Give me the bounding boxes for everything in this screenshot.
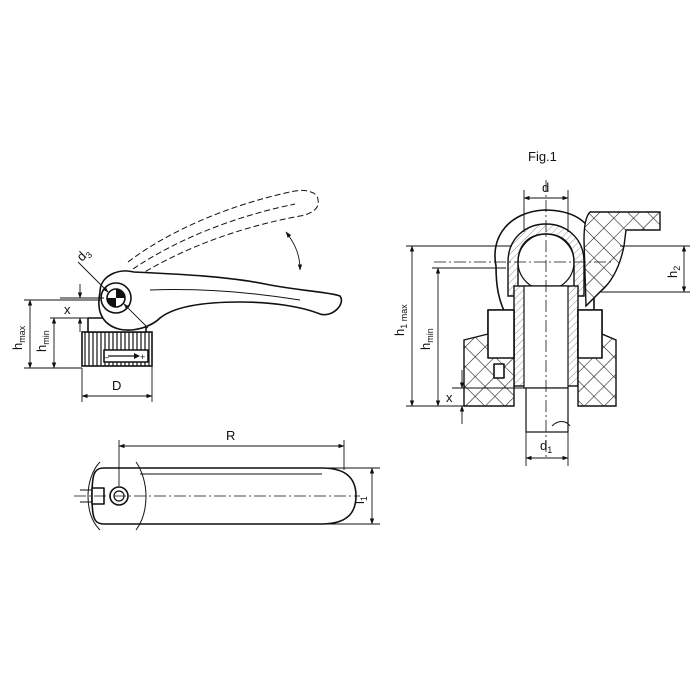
- l1-label: l1: [352, 496, 369, 504]
- R-label: R: [226, 428, 235, 443]
- plate-arrow-head: [134, 353, 140, 359]
- hmax-label: hmax: [10, 325, 27, 350]
- hmin-label: hmin: [34, 330, 51, 352]
- x-left-label: x: [64, 302, 71, 317]
- lever-swing-outline-outer: [127, 189, 319, 263]
- plate-plus-sign: +: [140, 352, 145, 362]
- lever-swing-outline-inner: [137, 199, 319, 277]
- d1-label: d1: [540, 438, 552, 455]
- section-view: Fig.1 d h2: [392, 149, 690, 466]
- x-right-label: x: [446, 390, 453, 405]
- lever-inner-line: [149, 288, 301, 301]
- bolt-break-line: [551, 421, 571, 427]
- cam-lever-body: [98, 270, 343, 331]
- hmin-right-label: hmin: [418, 328, 435, 350]
- d-label: d: [542, 180, 549, 195]
- d3-leader-2: [123, 303, 149, 329]
- h2-label: h2: [665, 266, 682, 278]
- h1max-label: h1 max: [392, 304, 409, 336]
- d3-label: d3: [74, 245, 95, 266]
- nut-right: [577, 309, 603, 359]
- key-left: [493, 363, 505, 379]
- nut-left: [487, 309, 515, 359]
- knurl-edge-left: [87, 461, 101, 531]
- top-view: R l1: [74, 428, 380, 531]
- cam-pivot-quadrant-2: [107, 298, 116, 307]
- lever-swing-outline-mid: [132, 203, 296, 270]
- plate-minus-sign: –: [104, 352, 109, 362]
- figure-title: Fig.1: [528, 149, 557, 164]
- D-label: D: [112, 378, 121, 393]
- cam-pivot-quadrant-1: [116, 289, 125, 298]
- side-view: + – d3 x hmax hmin D: [10, 189, 343, 402]
- d3-leader: [77, 261, 109, 293]
- bolt-end: [525, 387, 569, 433]
- rotation-arrow: [285, 231, 303, 271]
